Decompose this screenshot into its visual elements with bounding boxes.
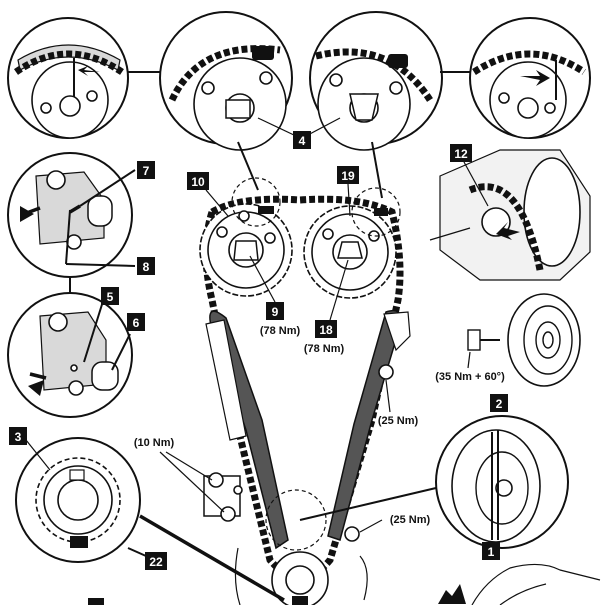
guide-bolt-right [378,364,394,380]
detail-pulley-alignment [435,415,569,549]
leader-line [257,117,297,137]
callout-3: 3 [9,427,27,445]
leader-line [65,263,136,267]
leader-line [83,297,105,363]
leader-line [237,141,259,191]
leader-line [205,189,229,217]
hand-illustration [438,563,601,605]
guide-bolt-lower [344,526,360,542]
detail-intake-camshaft [159,11,293,151]
detail-intake-mark-left [7,17,129,139]
timing-mark-highlight [231,177,281,227]
guide-bracket-right [383,311,411,352]
leader-line [139,514,285,602]
leader-line [347,183,351,217]
exhaust-camshaft-sprocket [303,205,397,299]
callout-6: 6 [127,313,145,331]
svg-text:6: 6 [133,316,140,330]
leader-line [463,161,489,207]
callout-22: 22 [145,552,167,570]
intake-camshaft-sprocket [199,203,293,297]
callout-partial [88,598,104,605]
svg-text:4: 4 [299,134,306,148]
leader-line [299,487,437,521]
callout-1: 1 [482,542,500,560]
callout-5: 5 [101,287,119,305]
leader-line [165,451,213,481]
leader-line [249,255,276,303]
callout-4: 4 [293,131,311,149]
tool-key [65,209,71,265]
detail-crank-gear [15,437,141,563]
timing-chain [202,195,404,582]
crankshaft-sprocket [271,551,329,605]
svg-text:7: 7 [143,164,150,178]
callout-8: 8 [137,257,155,275]
engine-outline [234,547,241,605]
callout-9: 9 [266,302,284,320]
leader-line [329,259,349,321]
leader-line [359,519,383,533]
detail-exhaust-camshaft [309,11,443,151]
torque-label-guide-lower: (25 Nm) [390,514,431,526]
leader-line [111,333,131,371]
svg-text:12: 12 [454,147,468,161]
leader-line [25,439,51,471]
torque-label-sprocket-exhaust: (78 Nm) [304,343,345,355]
callout-18: 18 [315,320,337,338]
torque-label-tensioner: (10 Nm) [134,437,175,449]
svg-text:5: 5 [107,290,114,304]
leader-line [371,141,383,199]
pulley-bolt [467,329,500,351]
leader-line [467,351,471,369]
svg-text:2: 2 [496,397,503,411]
callout-2: 2 [490,394,508,412]
svg-text:22: 22 [149,555,163,569]
svg-text:18: 18 [319,323,333,337]
svg-text:8: 8 [143,260,150,274]
guide-bracket-left [205,319,247,441]
leader-line [385,379,391,413]
svg-text:10: 10 [191,175,205,189]
svg-text:9: 9 [272,305,279,319]
torque-label-sprocket-intake: (78 Nm) [260,325,301,337]
torque-label-guide-right: (25 Nm) [378,415,419,427]
timing-mark-highlight [265,489,327,551]
detail-exhaust-mark-right [469,17,591,139]
svg-text:1: 1 [488,545,495,559]
torque-label-pulley-bolt: (35 Nm + 60°) [435,371,505,383]
callout-10: 10 [187,172,209,190]
leader-line [127,547,147,557]
engine-outline [359,555,368,601]
detail-tensioner-bottom [7,292,133,418]
callout-12: 12 [450,144,472,162]
callout-19: 19 [337,166,359,184]
leader-line [305,117,341,137]
leader-line [159,451,225,513]
tensioner-bolts [203,472,243,522]
svg-text:3: 3 [15,430,22,444]
timing-mark-highlight [351,187,401,237]
callout-7: 7 [137,161,155,179]
crankshaft-pulley [507,293,581,387]
detail-camshaft-phaser [429,149,591,281]
leader-line [79,169,136,207]
svg-text:19: 19 [341,169,355,183]
